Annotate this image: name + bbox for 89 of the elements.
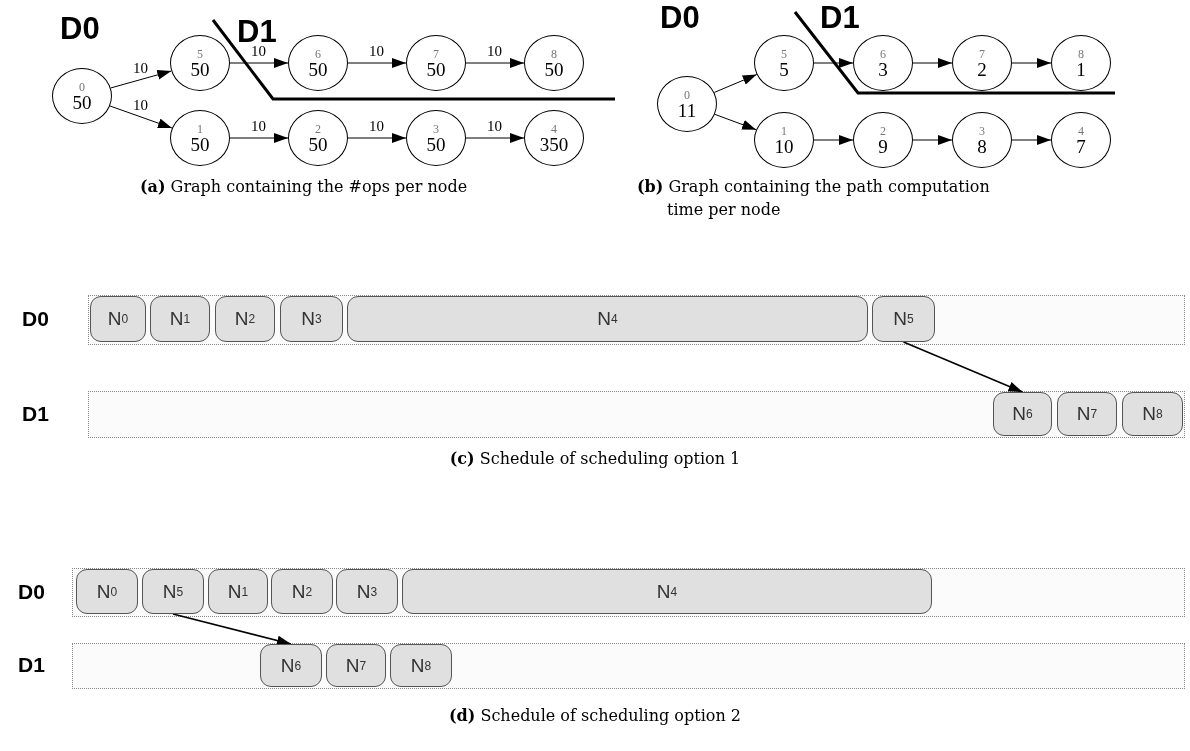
node-value: 5	[779, 59, 789, 79]
device-label: D1	[820, 2, 860, 34]
node-value: 50	[426, 59, 446, 79]
node-index: 8	[551, 47, 557, 60]
arrow	[109, 105, 173, 129]
node-value: 50	[544, 59, 564, 79]
node-index: 7	[433, 47, 439, 60]
node-circle	[524, 35, 584, 91]
node-circle	[754, 112, 814, 168]
node-circle	[1051, 35, 1111, 91]
device-label: D0	[60, 13, 100, 45]
node-index: 4	[551, 122, 557, 135]
caption: (b) Graph containing the path computation time per node	[637, 176, 991, 221]
edge-label: 10	[369, 119, 384, 134]
arrow	[347, 58, 407, 68]
node-value: 50	[72, 92, 92, 112]
node-circle	[952, 35, 1012, 91]
node-value: 350	[539, 134, 569, 154]
arrow	[912, 135, 953, 145]
node-value: 3	[878, 59, 888, 79]
arrow	[347, 133, 407, 143]
node-value: 50	[308, 134, 328, 154]
edge-label: 10	[133, 98, 148, 113]
arrow	[912, 58, 953, 68]
node-index: 0	[79, 80, 85, 93]
device-label: D0	[660, 2, 700, 34]
node-index: 4	[1078, 124, 1084, 137]
node-circle	[657, 76, 717, 132]
node-circle	[1051, 112, 1111, 168]
arrow	[465, 58, 525, 68]
node-circle	[853, 35, 913, 91]
lane-label: D0	[18, 579, 45, 604]
arrow	[1011, 135, 1052, 145]
node-index: 5	[197, 47, 203, 60]
node-value: 7	[1076, 136, 1086, 156]
node-value: 50	[190, 59, 210, 79]
node-circle	[288, 35, 348, 91]
arrow	[714, 113, 757, 131]
node-index: 6	[315, 47, 321, 60]
node-circle	[406, 35, 466, 91]
edge-label: 10	[487, 44, 502, 59]
node-index: 3	[979, 124, 985, 137]
arrow	[813, 58, 854, 68]
node-circle	[952, 112, 1012, 168]
edge-label: 10	[251, 44, 266, 59]
edge-label: 10	[369, 44, 384, 59]
arrow	[813, 135, 854, 145]
node-circle	[288, 110, 348, 166]
node-index: 2	[315, 122, 321, 135]
node-value: 2	[977, 59, 987, 79]
edge-label: 10	[133, 60, 148, 76]
node-value: 1	[1076, 59, 1086, 79]
node-circle	[853, 112, 913, 168]
node-value: 10	[774, 136, 794, 156]
node-circle	[52, 68, 112, 124]
node-index: 2	[880, 124, 886, 137]
arrow	[713, 74, 758, 93]
node-index: 3	[433, 122, 439, 135]
node-circle	[170, 110, 230, 166]
node-value: 9	[878, 136, 888, 156]
lane-label: D0	[22, 307, 49, 331]
node-index: 5	[781, 47, 787, 60]
node-index: 6	[880, 47, 886, 60]
arrow	[1011, 58, 1052, 68]
node-circle	[754, 35, 814, 91]
node-index: 8	[1078, 47, 1084, 60]
arrow	[229, 133, 289, 143]
node-value: 8	[977, 136, 987, 156]
node-circle	[170, 35, 230, 91]
arrow	[465, 133, 525, 143]
node-circle	[406, 110, 466, 166]
node-value: 50	[308, 59, 328, 79]
node-index: 1	[781, 124, 787, 137]
caption: (d) Schedule of scheduling option 2	[448, 705, 742, 727]
node-circle	[524, 110, 584, 166]
node-index: 7	[979, 47, 985, 60]
node-value: 50	[190, 134, 210, 154]
node-index: 0	[684, 88, 690, 101]
caption: (a) Graph containing the #ops per node	[140, 176, 469, 198]
edge-label: 10	[251, 119, 266, 134]
lane-label: D1	[18, 653, 45, 677]
lane-label: D1	[22, 401, 49, 426]
node-index: 1	[197, 122, 203, 135]
arrow	[110, 70, 172, 89]
arrow	[229, 58, 289, 68]
node-value: 50	[426, 134, 446, 154]
caption: (c) Schedule of scheduling option 1	[448, 448, 742, 470]
edge-label: 10	[487, 119, 502, 134]
node-value: 11	[677, 100, 697, 120]
